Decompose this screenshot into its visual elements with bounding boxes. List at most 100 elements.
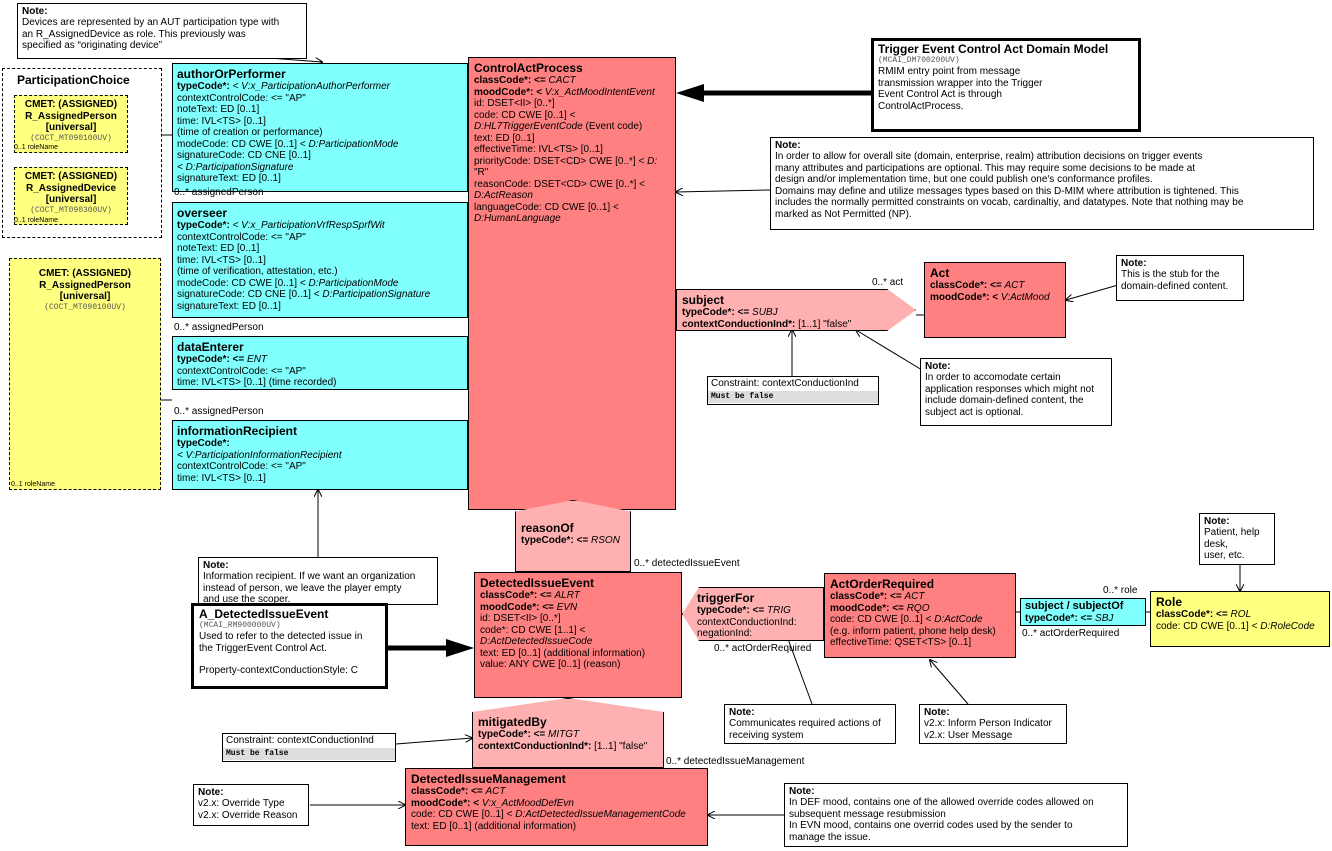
reason-of-association: reasonOf typeCode*: <= RSON bbox=[515, 500, 631, 572]
role-title: Role bbox=[1156, 595, 1183, 609]
note-line: manage the issue. bbox=[789, 831, 871, 843]
note-def-mood: Note: In DEF mood, contains one of the a… bbox=[784, 783, 1128, 847]
note-attribution: Note: In order to allow for overall site… bbox=[770, 137, 1314, 230]
control-act-title: ControlActProcess bbox=[474, 61, 583, 75]
note-heading: Note: bbox=[729, 707, 755, 718]
cardinality-label: 0..* assignedPerson bbox=[174, 322, 264, 333]
note-line: marked as Not Permitted (NP). bbox=[775, 208, 912, 220]
subject-association: subject typeCode*: <= SUBJ contextConduc… bbox=[676, 289, 916, 331]
cardinality-label: 0..* role bbox=[1103, 585, 1138, 596]
participation-choice-title: ParticipationChoice bbox=[17, 73, 130, 87]
cardinality-label: 0..* assignedPerson bbox=[174, 406, 264, 417]
data-enterer-title: dataEnterer bbox=[177, 340, 244, 354]
a-detected-issue-event: A_DetectedIssueEvent (MCAI_RM900000UV) U… bbox=[191, 603, 388, 689]
constraint-value: Must be false bbox=[708, 390, 878, 403]
note-line: user, etc. bbox=[1204, 550, 1245, 561]
cardinality-label: 0..* actOrderRequired bbox=[1022, 628, 1120, 639]
note-line: design and/or implementation time, but o… bbox=[775, 174, 1153, 185]
note-line: In order to allow for overall site (doma… bbox=[775, 151, 1203, 162]
note-line: Patient, help desk, bbox=[1204, 527, 1260, 550]
note-heading: Note: bbox=[198, 787, 224, 798]
reason-of-title: reasonOf bbox=[521, 521, 574, 535]
trigger-model-line: transmission wrapper into the Trigger bbox=[878, 77, 1043, 89]
note-line: subsequent message resubmission bbox=[789, 808, 946, 820]
a-detected-id: (MCAI_RM900000UV) bbox=[199, 621, 281, 630]
trigger-model-line: ControlActProcess. bbox=[878, 100, 964, 112]
note-heading: Note: bbox=[22, 6, 48, 17]
cmet-name: R_AssignedPerson bbox=[39, 279, 131, 291]
constraint-label: Constraint: contextConductionInd bbox=[711, 378, 859, 389]
note-heading: Note: bbox=[203, 560, 229, 571]
note-line: In DEF mood, contains one of the allowed… bbox=[789, 797, 1094, 808]
note-role: Note: Patient, help desk, user, etc. bbox=[1199, 513, 1275, 565]
cmet-scope: [universal] bbox=[45, 194, 97, 205]
trigger-for-title: triggerFor bbox=[697, 591, 755, 605]
cardinality-label: 0..* detectedIssueEvent bbox=[634, 558, 740, 569]
trigger-model-line: Event Control Act is through bbox=[878, 89, 1002, 100]
note-line: This is the stub for the bbox=[1121, 269, 1220, 280]
note-line: Devices are represented by an AUT partic… bbox=[22, 17, 280, 28]
note-line: include domain-defined content, the bbox=[925, 395, 1084, 406]
cardinality-label: 0..* detectedIssueManagement bbox=[666, 756, 805, 767]
rolename-label: 0..1 roleName bbox=[14, 217, 58, 224]
cmet-label: CMET: (ASSIGNED) bbox=[24, 171, 118, 182]
cardinality-label: 0..* act bbox=[872, 277, 904, 288]
constraint-mitigated: Constraint: contextConductionInd Must be… bbox=[222, 733, 396, 762]
note-line: an R_AssignedDevice as role. This previo… bbox=[22, 28, 246, 40]
note-line: subject act is optional. bbox=[925, 406, 1024, 418]
cardinality-label: 0..* actOrderRequired bbox=[714, 643, 812, 654]
note-line: and use the scoper. bbox=[203, 594, 291, 605]
note-line: v2.x: Override Type bbox=[198, 798, 285, 809]
cmet-name: R_AssignedPerson bbox=[25, 110, 117, 122]
note-devices: Note: Devices are represented by an AUT … bbox=[17, 3, 307, 59]
note-line: Communicates required actions of bbox=[729, 718, 881, 729]
cmet-label: CMET: (ASSIGNED) bbox=[24, 99, 118, 110]
note-v2-override: Note: v2.x: Override Type v2.x: Override… bbox=[193, 784, 309, 826]
note-line: includes the normally permitted constrai… bbox=[775, 197, 1244, 208]
act-class: Act classCode*: <= ACT moodCode*: < V:Ac… bbox=[924, 262, 1066, 338]
note-heading: Note: bbox=[1204, 516, 1230, 527]
constraint-value: Must be false bbox=[223, 747, 395, 760]
trigger-for-association: triggerFor typeCode*: <= TRIG contextCon… bbox=[682, 587, 824, 641]
cmet-scope: [universal] bbox=[59, 291, 111, 302]
subject-of-title: subject / subjectOf bbox=[1025, 600, 1124, 612]
subject-title: subject bbox=[682, 293, 725, 307]
information-recipient: informationRecipient typeCode*: < V:Part… bbox=[172, 420, 468, 490]
mitigated-by-title: mitigatedBy bbox=[478, 715, 547, 729]
cmet-assigned-person-small: CMET: (ASSIGNED) R_AssignedPerson [unive… bbox=[14, 95, 128, 153]
cmet-name: R_AssignedDevice bbox=[25, 182, 117, 194]
trigger-model-line: RMIM entry point from message bbox=[878, 66, 1021, 77]
act-order-required: ActOrderRequired classCode*: <= ACT mood… bbox=[824, 573, 1016, 658]
subject-of-association: subject / subjectOf typeCode*: <= SBJ bbox=[1020, 598, 1146, 626]
cmet-id: (COCT_MT090100UV) bbox=[44, 302, 126, 312]
note-required-actions: Note: Communicates required actions of r… bbox=[724, 704, 896, 744]
cmet-id: (COCT_MT090300UV) bbox=[30, 205, 112, 215]
cmet-assigned-device-small: CMET: (ASSIGNED) R_AssignedDevice [unive… bbox=[14, 167, 128, 225]
author-title: authorOrPerformer bbox=[177, 67, 286, 81]
constraint-label: Constraint: contextConductionInd bbox=[226, 735, 374, 746]
note-line: v2.x: Inform Person Indicator bbox=[924, 718, 1052, 729]
note-info-recipient: Note: Information recipient. If we want … bbox=[198, 557, 438, 605]
data-enterer: dataEnterer typeCode*: <= ENT contextCon… bbox=[172, 336, 468, 390]
rolename-label: 0..1 roleName bbox=[11, 481, 55, 488]
note-heading: Note: bbox=[789, 786, 815, 797]
note-line: v2.x: Override Reason bbox=[198, 809, 298, 821]
info-recipient-title: informationRecipient bbox=[177, 424, 298, 438]
author-or-performer: authorOrPerformer typeCode*: < V:x_Parti… bbox=[172, 63, 468, 192]
note-line: application responses which might not bbox=[925, 383, 1094, 395]
act-title: Act bbox=[930, 266, 950, 280]
note-line: In EVN mood, contains one overrid codes … bbox=[789, 820, 1073, 831]
note-line: many attributes and participations are o… bbox=[775, 162, 1196, 174]
note-act-stub: Note: This is the stub for the domain-de… bbox=[1116, 255, 1244, 301]
note-line: In order to accomodate certain bbox=[925, 372, 1061, 383]
management-title: DetectedIssueManagement bbox=[411, 772, 566, 786]
note-line: v2.x: User Message bbox=[924, 729, 1013, 741]
note-heading: Note: bbox=[925, 361, 951, 372]
cardinality-label: 0..* assignedPerson bbox=[174, 187, 264, 198]
trigger-event-domain-model: Trigger Event Control Act Domain Model (… bbox=[871, 38, 1141, 132]
overseer: overseer typeCode*: < V:x_ParticipationV… bbox=[172, 202, 468, 318]
cmet-id: (COCT_MT090100UV) bbox=[30, 133, 112, 143]
note-v2-inform: Note: v2.x: Inform Person Indicator v2.x… bbox=[919, 704, 1067, 744]
note-line: domain-defined content. bbox=[1121, 280, 1229, 292]
note-subject-optional: Note: In order to accomodate certain app… bbox=[920, 358, 1112, 426]
